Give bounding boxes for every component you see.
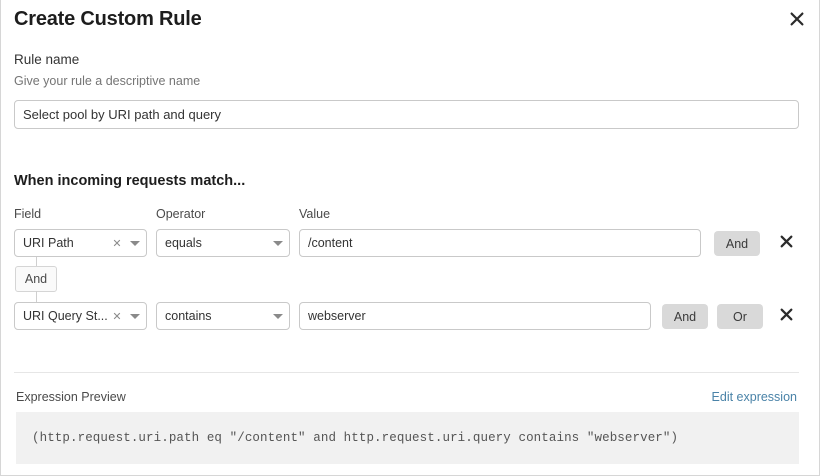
group-connector-and-badge[interactable]: And [15, 266, 57, 292]
remove-condition-row-2[interactable] [774, 304, 798, 328]
match-section-heading: When incoming requests match... [14, 173, 246, 189]
chevron-down-icon[interactable] [124, 303, 146, 329]
operator-select-row-1-value: equals [165, 236, 202, 250]
chevron-down-icon[interactable] [124, 230, 146, 256]
operator-select-row-1[interactable]: equals [156, 229, 290, 257]
add-or-condition-row-2[interactable]: Or [717, 304, 763, 329]
expression-preview-box: (http.request.uri.path eq "/content" and… [16, 412, 799, 464]
page-title: Create Custom Rule [14, 8, 202, 30]
connector-line-top [36, 257, 37, 267]
operator-select-row-2-value: contains [165, 309, 212, 323]
chevron-down-icon[interactable] [267, 303, 289, 329]
rule-name-label: Rule name [14, 52, 80, 67]
add-and-condition-row-2[interactable]: And [662, 304, 708, 329]
connector-line-bottom [36, 291, 37, 302]
add-and-condition-row-1[interactable]: And [714, 231, 760, 256]
edit-expression-link[interactable]: Edit expression [711, 390, 797, 404]
field-select-row-1-value: URI Path [23, 236, 74, 250]
rule-name-input[interactable] [14, 100, 799, 129]
close-icon [780, 308, 793, 324]
section-divider [14, 372, 799, 373]
chevron-down-icon[interactable] [267, 230, 289, 256]
close-dialog-button[interactable] [784, 6, 810, 32]
expression-preview-code: (http.request.uri.path eq "/content" and… [32, 431, 679, 445]
column-header-field: Field [14, 207, 42, 221]
field-select-row-2[interactable]: URI Query St... ✕ [14, 302, 147, 330]
clear-x-icon[interactable]: ✕ [112, 310, 122, 323]
value-input-row-2[interactable] [299, 302, 651, 330]
column-header-value: Value [299, 207, 331, 221]
close-icon [790, 12, 804, 26]
field-select-row-2-value: URI Query St... [23, 309, 108, 323]
operator-select-row-2[interactable]: contains [156, 302, 290, 330]
close-icon [780, 235, 793, 251]
value-input-row-1[interactable] [299, 229, 701, 257]
column-header-operator: Operator [156, 207, 206, 221]
clear-x-icon[interactable]: ✕ [112, 237, 122, 250]
rule-name-hint: Give your rule a descriptive name [14, 74, 201, 88]
remove-condition-row-1[interactable] [774, 231, 798, 255]
field-select-row-1[interactable]: URI Path ✕ [14, 229, 147, 257]
expression-preview-label: Expression Preview [16, 390, 126, 404]
